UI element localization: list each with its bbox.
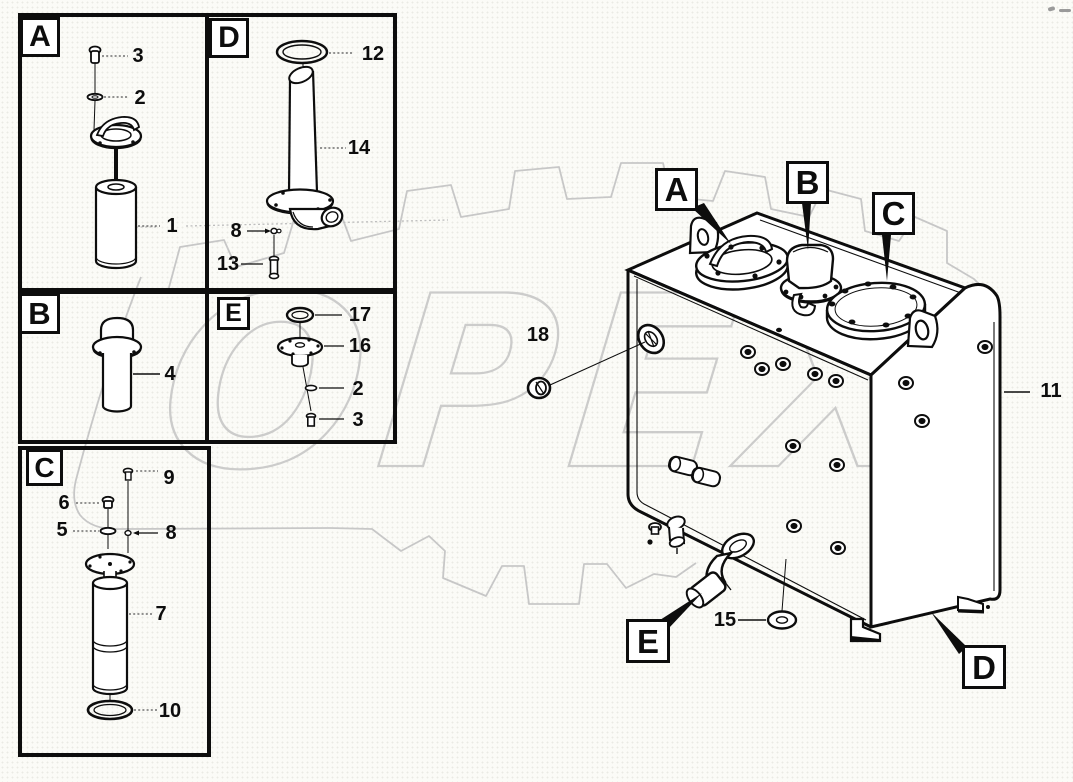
leader-b: [802, 203, 811, 250]
corner-artifact: [1048, 6, 1071, 12]
filler-cap: [695, 234, 789, 291]
grommet-18: [526, 341, 646, 400]
panel-c-art: [73, 467, 159, 721]
panel-e-frame: [205, 290, 397, 444]
leader-a: [692, 203, 731, 244]
side-fitting: [636, 323, 666, 355]
panel-c-frame: [18, 446, 211, 757]
panel-a-art: [86, 45, 160, 270]
panel-frames: [18, 13, 397, 757]
tank-art: [624, 211, 1002, 643]
cover-plate: [776, 281, 927, 341]
panel-b-art: [91, 316, 160, 413]
leader-c: [882, 235, 891, 281]
breather-cap: [779, 243, 843, 317]
leader-d: [931, 612, 967, 654]
drain-assembly: [647, 515, 686, 554]
panel-d-art: [241, 39, 352, 280]
drain-hose: [685, 532, 755, 609]
leader-e: [660, 593, 702, 628]
callout-leaders: [526, 203, 1030, 654]
panel-e-art: [276, 306, 344, 427]
